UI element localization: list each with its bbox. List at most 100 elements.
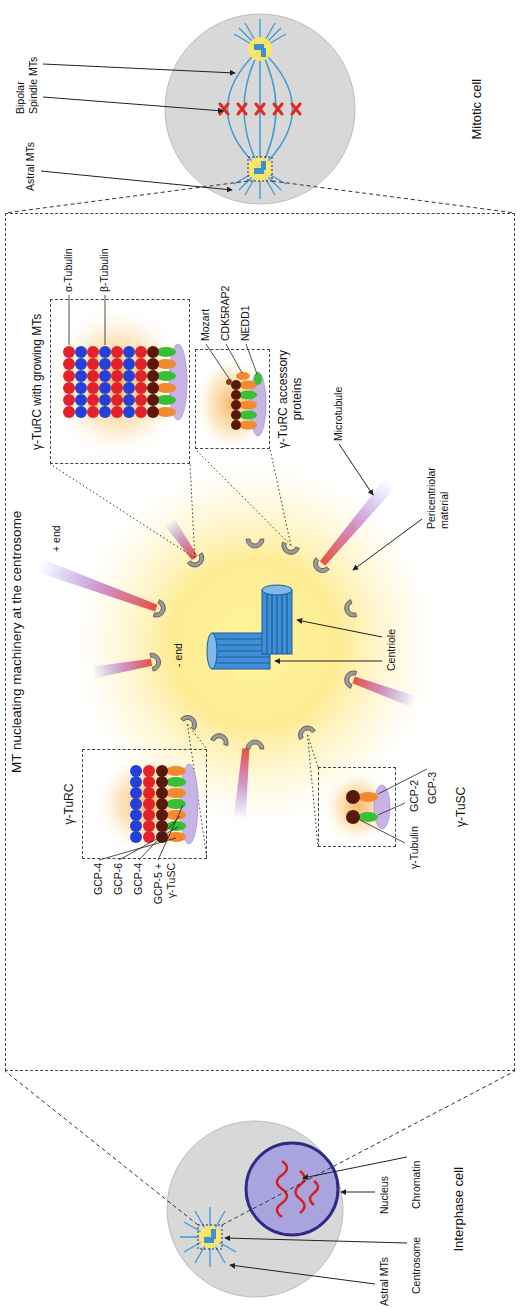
accessory-structure-part-part [231,410,241,420]
growing-mt-structure-part-part [87,358,99,370]
accessory-structure-part [226,379,232,385]
growing-mt-structure-part [123,346,135,418]
gamma-turc-structure-part-part [130,765,142,777]
gamma-turc-crescent-part-part [211,731,231,746]
gamma-turc-crescent-part-part [342,668,357,688]
spindle-pole [248,37,272,61]
leader-line-part [69,295,70,345]
growing-mt-structure-part-part [99,394,111,406]
growing-mt-structure-part-part [87,382,99,394]
part-label: GCP-4 [132,863,145,895]
growing-mt-structure-part-part [135,346,147,358]
mitotic-cell-drawing [160,4,500,209]
node-heading: Interphase cell [452,1167,467,1252]
microtubule-part [352,674,417,708]
inset-box: γ-TuRC with growing MTs [50,299,190,464]
gamma-turc-crescent [150,539,357,749]
gamma-turc-structure-part [130,765,142,843]
accessory-structure-part [194,354,270,454]
inset-leader [50,449,318,859]
growing-mt-structure-part-part [123,382,135,394]
accessory-structure-part-part [231,400,241,410]
gamma-turc-structure-part [166,799,186,809]
gamma-turc-crescent-part [153,600,168,620]
accessory-structure-part [254,373,262,385]
chromosome-part [292,104,300,114]
leader-line-part [99,838,176,860]
growing-mt-structure-part-part [111,346,123,358]
pointer-arrow-part [353,519,422,570]
growing-mt-structure-part-part [75,394,87,406]
gamma-turc-structure-part-part [130,776,142,788]
gamma-turc-structure-part [166,777,186,787]
node-heading: Mitotic cell [470,79,485,140]
growing-mt-structure-part-part [99,406,111,418]
astral-mt [234,19,286,199]
growing-mt-structure-part-part [63,358,75,370]
gamma-turc-structure-part-part [156,798,168,810]
gamma-turc-crescent-part [310,558,330,576]
inset-leader-part [50,464,195,558]
microtubule-part-part [36,559,158,615]
gamma-turc-crescent-part [246,539,264,548]
gamma-turc-structure-part [166,788,186,798]
pointer-arrow-part [230,1265,375,1284]
growing-mt-structure-part-part [123,394,135,406]
accessory-structure-part [236,372,250,380]
cell: Mitotic cell [160,4,500,209]
part-label: Centrosome [410,1237,423,1294]
part-label: Centriole [385,629,398,671]
gamma-turc-structure [92,750,208,858]
part-label: Microtubule [332,387,345,441]
pointer-arrow [41,64,235,190]
gamma-turc-structure-part-part [143,820,155,832]
accessory-structure-part [231,380,241,430]
gamma-turc-structure-part-part [130,787,142,799]
growing-mt-structure-part-part [75,358,87,370]
chromosome-part [256,104,264,114]
growing-mt-structure-part-part [87,370,99,382]
growing-mt-structure-part-part [111,370,123,382]
gamma-turc-structure-part-part [156,765,168,777]
growing-mt-structure-part-part [147,358,159,370]
region-box: MT nucleating machinery at the centrosom… [5,213,515,1071]
growing-mt-structure-part-part [111,382,123,394]
gamma-turc-crescent-part [279,542,299,557]
microtubule-part-part [352,674,417,708]
node-heading: MT nucleating machinery at the centrosom… [9,511,25,773]
growing-mt-structure-part-part [135,382,147,394]
part-label: Nucleus [378,1176,391,1214]
growing-mt-structure-part [63,346,75,418]
growing-mt-structure-part-part [63,346,75,358]
growing-mt-structure-part [87,346,99,418]
mitotic-cell-drawing-part-part [261,161,266,170]
gamma-turc-structure-part-part [156,776,168,788]
gamma-turc-crescent-part-part [153,600,168,620]
spindle-mt-part [260,49,293,169]
spindle-mt-part [228,49,261,169]
gamma-turc-crescent-part [342,668,357,688]
chromosome [220,104,300,114]
inset-box: γ-TuSC [318,767,396,847]
accessory-structure-part-part [231,390,241,400]
cell: Interphase cell [140,1073,485,1309]
gamma-turc-structure-part-part [143,776,155,788]
accessory-structure [194,354,270,454]
part-label: Chromatin [410,1161,423,1209]
accessory-structure-part [239,401,257,410]
pointer-arrow-part [225,1238,407,1243]
growing-mt-structure-part-part [63,406,75,418]
accessory-structure-part [239,411,257,420]
microtubule-part [234,748,252,819]
gamma-turc-crescent-part [342,600,357,620]
growing-mt-structure-part-part [123,358,135,370]
growing-mt-structure-part [99,346,111,418]
microtubule-part [164,518,200,562]
chromosome-part [238,104,246,114]
gamma-tusc-structure-part [346,810,360,824]
part-label: Astral MTs [378,1257,391,1306]
chromatin [277,1161,318,1217]
pointer-arrow-part [41,171,232,190]
gamma-tusc-structure [322,769,394,845]
gamma-turc-structure-part-part [156,820,168,832]
